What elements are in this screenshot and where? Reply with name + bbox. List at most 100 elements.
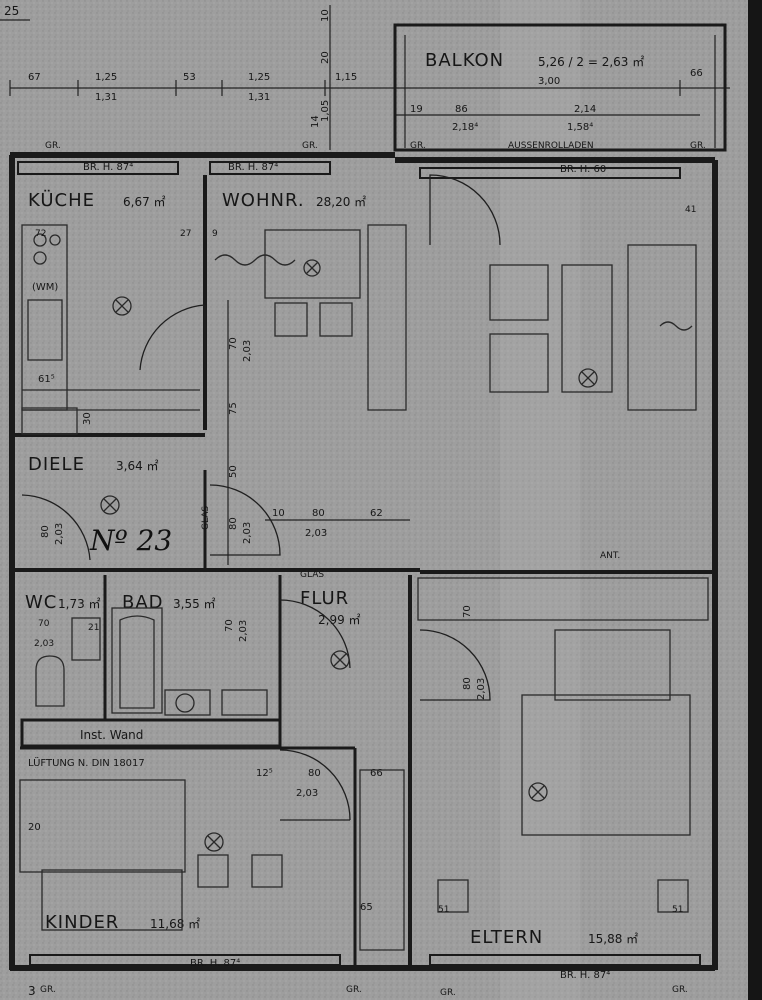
dim-66: 66 [690,68,703,79]
kitchen-furniture: (WM) 72 27 9 61⁵ 30 [21,224,218,435]
dim-ki-80: 80 [308,768,321,779]
dim-k-61: 61⁵ [38,374,55,385]
gr-label-1: GR. [45,141,61,151]
dim-ki-65: 65 [360,902,373,913]
diele-details: 80 2,03 [40,495,120,545]
dim-w-50: 50 [228,465,239,478]
gr-label-4: GR. [690,141,706,151]
dim-k-27: 27 [180,229,191,239]
dim-fl-203: 2,03 [476,678,487,700]
room-area-diele: 3,64 ㎡ [116,459,159,473]
room-area-wc: 1,73 ㎡ [58,597,101,611]
dim-1-31-b: 1,31 [248,92,270,103]
dim-w-203b: 2,03 [242,522,253,544]
dim-w-203a: 2,03 [242,340,253,362]
dim-10: 10 [320,9,331,22]
dim-el-51a: 51 [438,905,449,915]
note-luftung: LÜFTUNG N. DIN 18017 [28,756,145,769]
room-area-balkon: 5,26 / 2 = 2,63 ㎡ [538,55,644,69]
room-area-bad: 3,55 ㎡ [173,597,216,611]
gr-label-6: GR. [346,985,362,995]
room-name-bad: BAD [122,592,164,613]
note-br-h-87-bottom: BR. H. 87⁴ [190,958,240,969]
living-dims: 70 2,03 75 50 80 2,03 10 80 2,03 62 41 G… [201,205,696,580]
sheet-corner-bottom: 3 [28,984,36,998]
sheet-corner-top: 25 [4,4,19,18]
dim-1-15: 1,15 [335,72,357,83]
dim-2-18: 2,18⁴ [452,122,478,133]
top-dimension-chain: 67 1,25 1,31 53 1,25 1,31 1,15 3,00 66 1… [9,5,730,150]
gr-label-8: GR. [672,985,688,995]
dim-ki-66: 66 [370,768,383,779]
balkon-area: BALKON 5,26 / 2 = 2,63 ㎡ AUSSENROLLADEN [393,23,727,152]
dim-1-05: 1,05 [320,100,331,122]
wohnr-light-icon [303,259,321,277]
eltern-furniture: 70 51 51 80 2,03 [417,577,709,915]
dim-w-62: 62 [370,508,383,519]
dim-1-25-b: 1,25 [248,72,270,83]
dim-20: 20 [320,51,331,64]
dim-fl-70: 70 [462,605,473,618]
dim-w-80a: 80 [228,517,239,530]
gr-label-3: GR. [410,141,426,151]
gr-label-7: GR. [440,988,456,998]
dim-w-203c: 2,03 [305,528,327,539]
dim-ki-203: 2,03 [296,788,318,799]
note-br-h-87-bottom-right: BR. H. 87⁴ [560,970,610,981]
kitchen-wm-label: (WM) [32,282,58,293]
dim-k-30: 30 [82,412,93,425]
dim-wc-203: 2,03 [34,639,54,649]
gr-label-2: GR. [302,141,318,151]
diele-light-icon [100,495,120,515]
room-name-wc: WC [25,592,57,613]
bathroom-fixtures: 70 2,03 21 70 2,03 [34,607,350,716]
paper-edge-right [748,0,762,1000]
dim-3-00: 3,00 [538,76,560,87]
dim-2-14: 2,14 [574,104,596,115]
room-name-kinder: KINDER [45,912,119,933]
dim-w-75: 75 [228,402,239,415]
room-name-wohnr: WOHNR. [222,190,305,211]
room-name-balkon: BALKON [425,50,504,71]
kinder-furniture: 12⁵ 80 2,03 66 20 65 [19,768,405,951]
paper-fold-light [500,0,580,1000]
dim-1-25-a: 1,25 [95,72,117,83]
dim-bad-203: 2,03 [238,620,249,642]
living-furniture [214,224,697,411]
dim-1-58: 1,58⁴ [567,122,593,133]
living-light-icon [578,368,598,388]
dim-wc-70: 70 [38,619,50,629]
note-inst-wand: Inst. Wand [80,728,143,742]
room-name-flur: FLUR [300,588,349,609]
dim-bad-70: 70 [224,619,235,632]
note-br-h-87-1: BR. H. 87⁴ [83,162,133,173]
outer-walls [9,152,718,971]
dim-fl-80: 80 [462,677,473,690]
dim-d-203: 2,03 [54,523,65,545]
room-name-diele: DIELE [28,454,85,475]
dim-53: 53 [183,72,196,83]
dim-k-72: 72 [35,229,46,239]
note-glas-2: GLAS [300,570,324,580]
dim-1-31-a: 1,31 [95,92,117,103]
dim-w-10: 10 [272,508,285,519]
note-glas-1: GLAS [201,506,211,530]
room-area-kinder: 11,68 ㎡ [150,917,200,931]
dim-el-51b: 51 [672,905,683,915]
room-name-eltern: ELTERN [470,927,543,948]
note-br-h-87-2: BR. H. 87⁴ [228,162,278,173]
dim-w-41: 41 [685,205,696,215]
dim-19: 19 [410,104,423,115]
dim-67: 67 [28,72,41,83]
dim-d-80: 80 [40,525,51,538]
room-area-eltern: 15,88 ㎡ [588,932,638,946]
note-ant: ANT. [600,551,620,561]
kinder-light-icon [204,832,224,852]
flur-light-icon [330,650,350,670]
dim-ki-20: 20 [28,822,41,833]
room-name-kueche: KÜCHE [28,189,95,211]
dim-w-70a: 70 [228,337,239,350]
dim-wc-21: 21 [88,623,99,633]
